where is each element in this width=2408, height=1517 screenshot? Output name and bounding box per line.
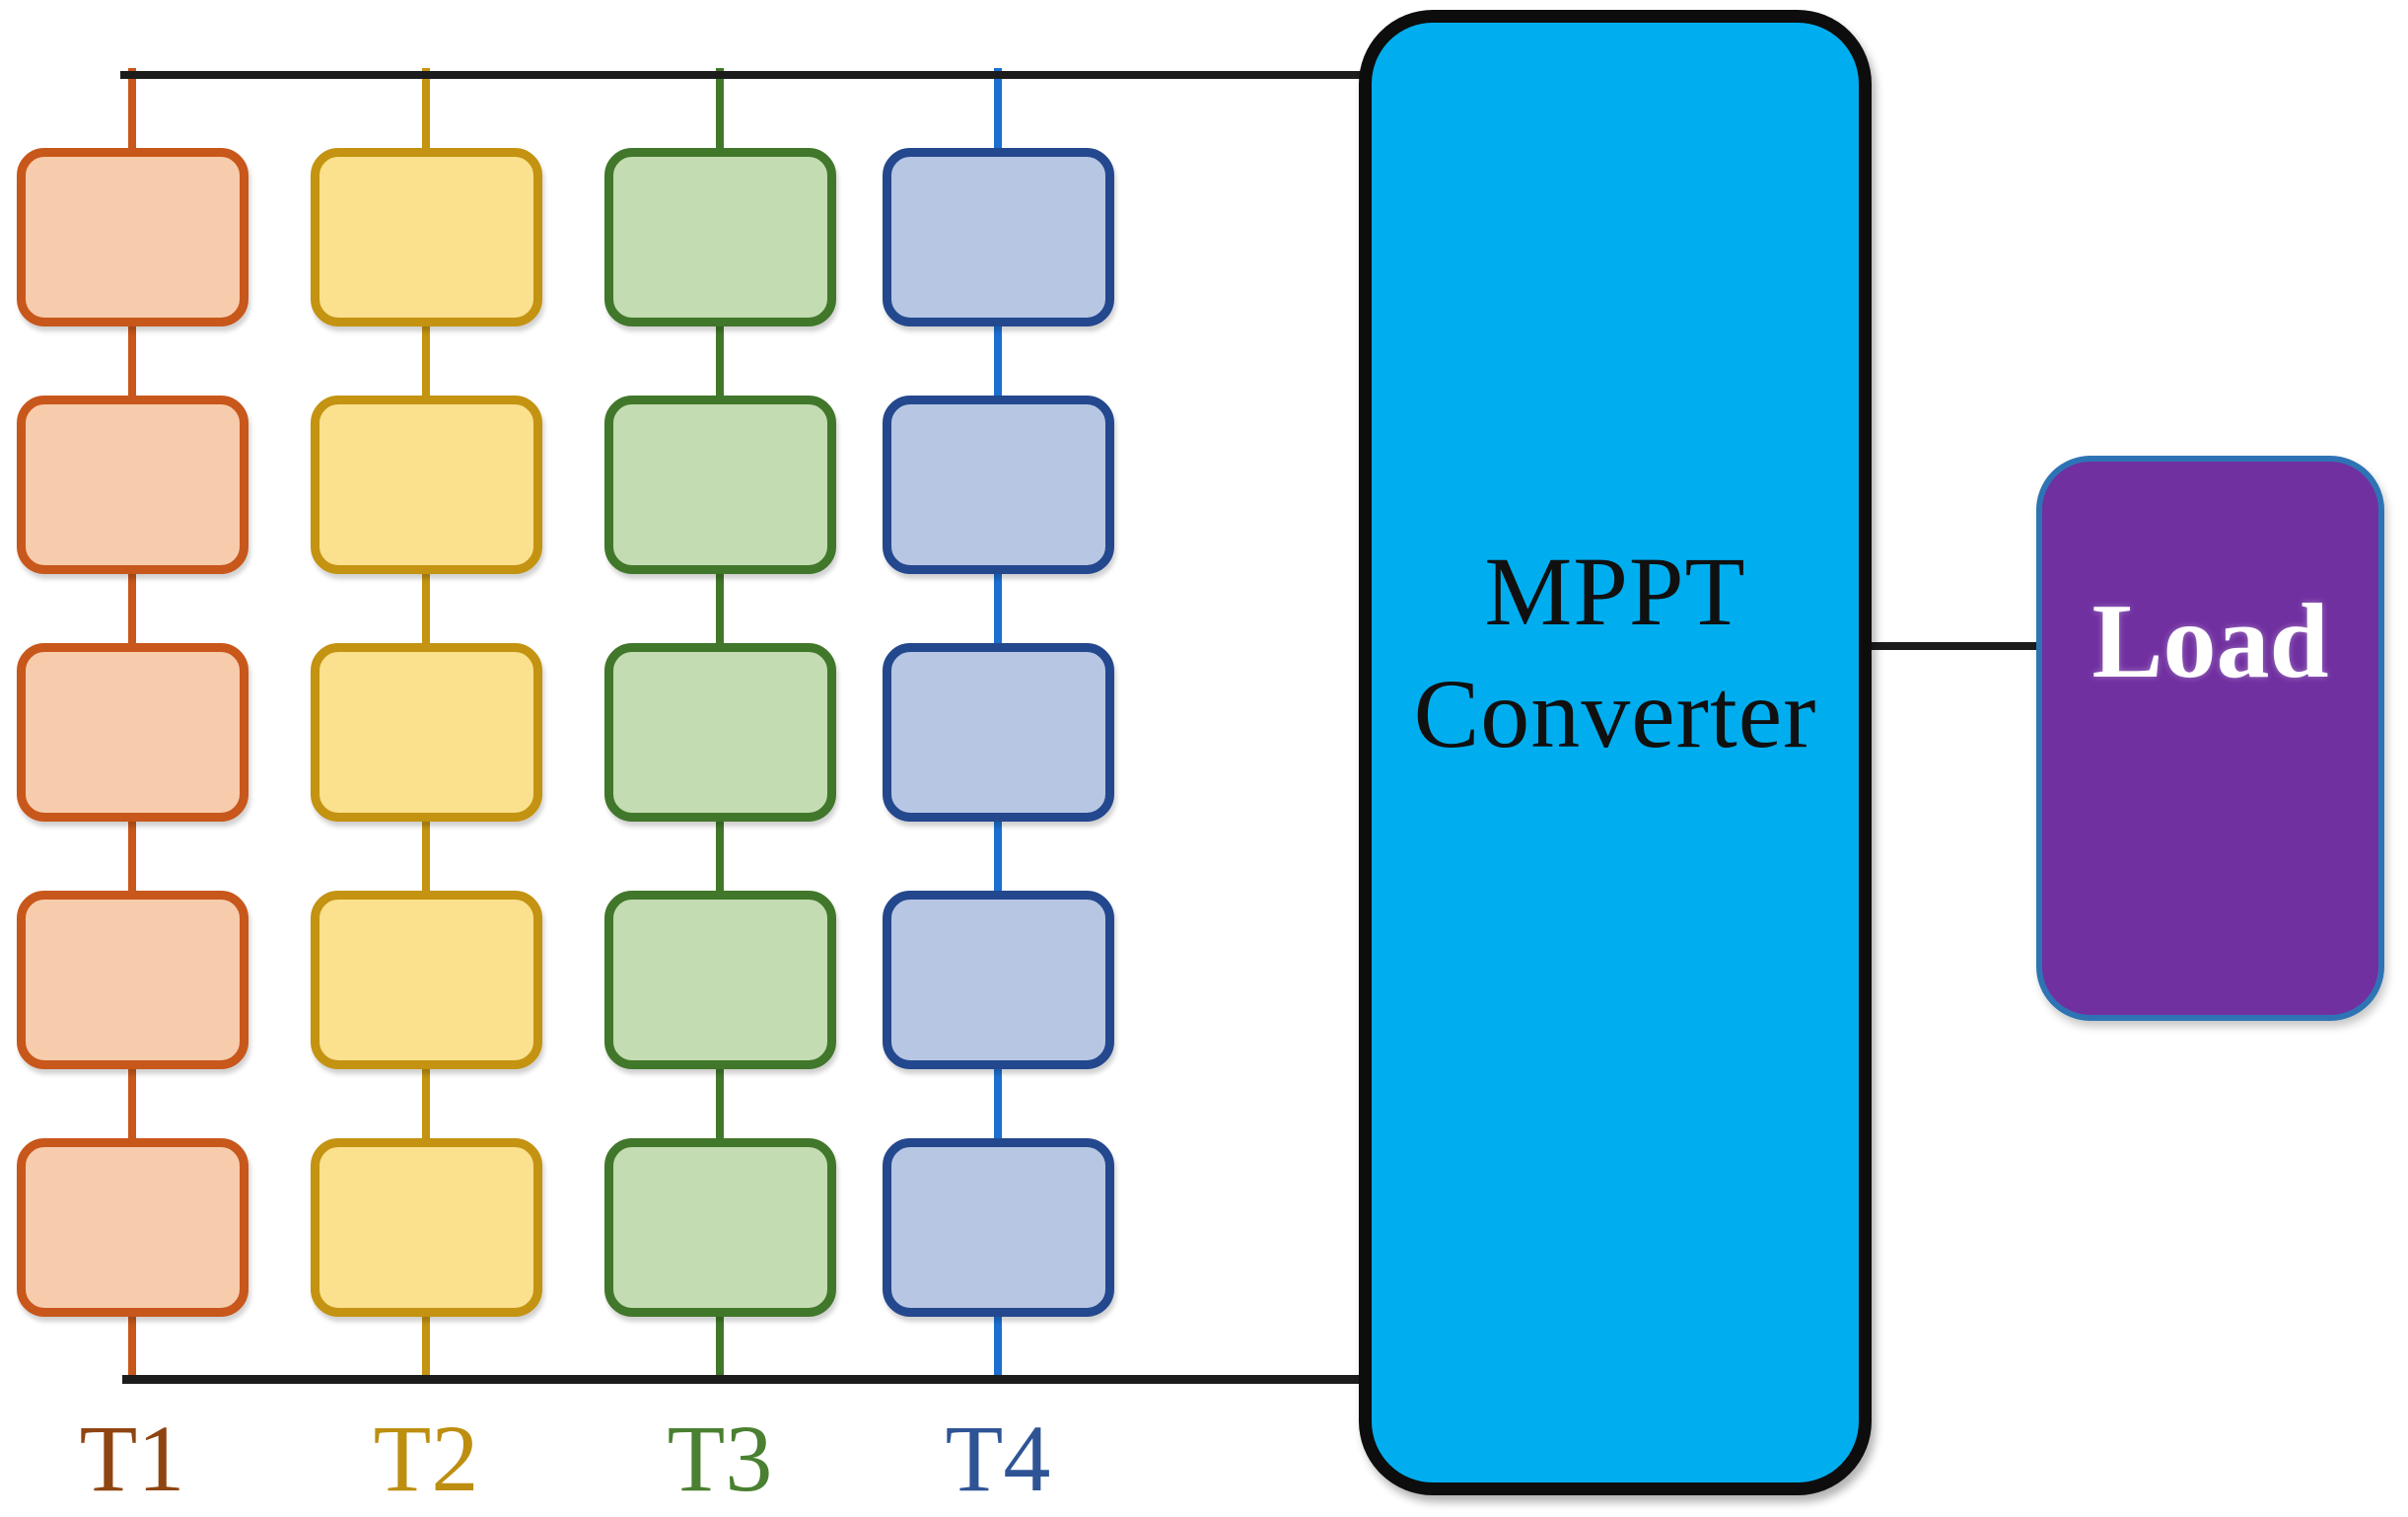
mppt-to-load-wire: [1872, 642, 2036, 650]
pv-module-T1-1: [16, 148, 248, 326]
pv-module-T4-5: [882, 1138, 1114, 1317]
pv-module-T1-4: [16, 891, 248, 1069]
pv-module-T4-4: [882, 891, 1114, 1069]
pv-module-T3-5: [603, 1138, 836, 1317]
pv-module-T3-3: [603, 643, 836, 822]
top-bus-wire: [120, 71, 1363, 79]
pv-module-T2-4: [310, 891, 542, 1069]
pv-module-T4-2: [882, 396, 1114, 574]
pv-module-T2-3: [310, 643, 542, 822]
mppt-label-line1: MPPT: [1484, 537, 1746, 646]
pv-string-T4: T4: [882, 0, 1114, 1517]
pv-module-T4-3: [882, 643, 1114, 822]
pv-module-T2-5: [310, 1138, 542, 1317]
bottom-bus-wire: [122, 1375, 1363, 1384]
pv-string-T3: T3: [603, 0, 836, 1517]
string-label-T2: T2: [373, 1406, 479, 1511]
load-box: Load: [2036, 456, 2384, 1021]
string-label-T4: T4: [945, 1406, 1051, 1511]
string-label-T1: T1: [79, 1406, 185, 1511]
pv-module-T3-2: [603, 396, 836, 574]
load-label: Load: [2091, 583, 2329, 700]
mppt-converter-box: MPPT Converter: [1359, 10, 1872, 1495]
pv-module-T2-1: [310, 148, 542, 326]
pv-module-T4-1: [882, 148, 1114, 326]
pv-string-T1: T1: [16, 0, 248, 1517]
pv-module-T3-1: [603, 148, 836, 326]
pv-string-T2: T2: [310, 0, 542, 1517]
mppt-label-line2: Converter: [1413, 659, 1817, 768]
mppt-converter-label: MPPT Converter: [1372, 531, 1859, 775]
pv-module-T1-3: [16, 643, 248, 822]
pv-module-T1-5: [16, 1138, 248, 1317]
pv-module-T2-2: [310, 396, 542, 574]
pv-module-T1-2: [16, 396, 248, 574]
string-label-T3: T3: [667, 1406, 773, 1511]
pv-module-T3-4: [603, 891, 836, 1069]
